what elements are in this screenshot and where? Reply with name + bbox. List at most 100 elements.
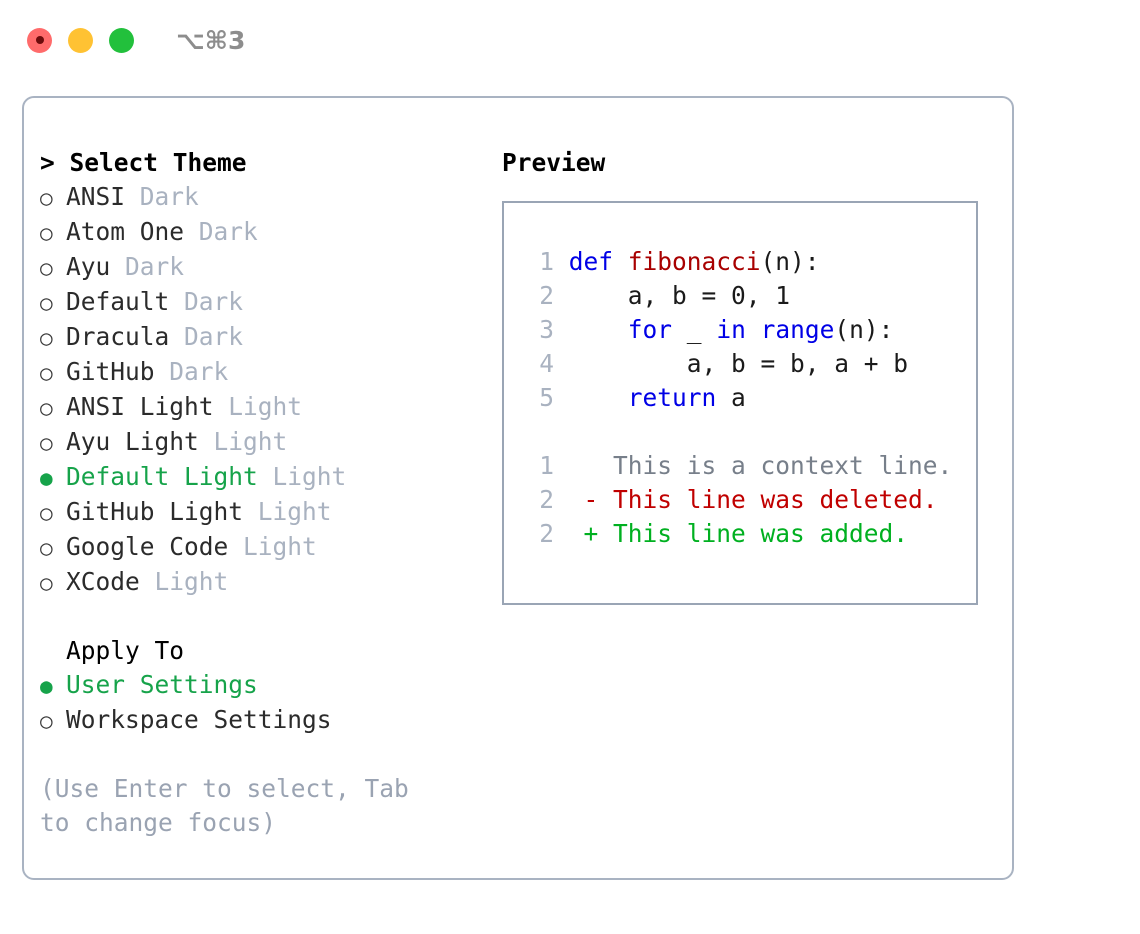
code-token: fibonacci — [627, 247, 761, 276]
code-token: in — [716, 315, 761, 344]
code-token: return — [627, 383, 732, 412]
code-line: 5 return a — [524, 381, 976, 415]
code-token: (n): — [760, 247, 820, 276]
diff-line-add: 2 + This line was added. — [524, 517, 976, 551]
code-token: def — [568, 247, 628, 276]
radio-unselected-icon: ○ — [40, 256, 53, 280]
theme-option-label: ANSI Light — [66, 392, 229, 421]
theme-option-label: Dracula — [66, 322, 185, 351]
theme-option-label: GitHub Light — [66, 497, 258, 526]
theme-option-kind: Dark — [169, 357, 229, 386]
theme-option-atom-one[interactable]: ○ Atom One Dark — [40, 215, 480, 250]
titlebar: ⌥⌘3 — [0, 0, 1140, 80]
theme-option-label: Default — [66, 287, 185, 316]
diff-sample: 1 This is a context line.2 - This line w… — [524, 449, 976, 551]
diff-marker: - — [583, 485, 614, 514]
radio-unselected-icon: ○ — [40, 709, 53, 733]
radio-unselected-icon: ○ — [40, 326, 53, 350]
apply-to-heading: Apply To — [66, 636, 185, 665]
line-number: 1 — [539, 451, 554, 480]
theme-option-kind: Light — [243, 532, 317, 561]
diff-text: This is a context line. — [613, 451, 953, 480]
keyboard-hint-text: (Use Enter to select, Tab to change focu… — [40, 774, 409, 837]
maximize-button[interactable] — [109, 27, 134, 53]
theme-option-github[interactable]: ○ GitHub Dark — [40, 355, 480, 390]
radio-unselected-icon: ○ — [40, 361, 53, 385]
apply-to-option-label: Workspace Settings — [66, 705, 332, 734]
radio-unselected-icon: ○ — [40, 186, 53, 210]
theme-option-label: Google Code — [66, 532, 244, 561]
diff-text: This line was deleted. — [613, 485, 938, 514]
line-number: 2 — [539, 281, 554, 310]
line-number: 4 — [539, 349, 554, 378]
code-line: 2 a, b = 0, 1 — [524, 279, 976, 313]
minimize-button[interactable] — [68, 27, 93, 53]
line-number: 3 — [539, 315, 554, 344]
theme-option-kind: Light — [257, 497, 332, 526]
theme-selection-pane: > Select Theme ○ANSI Dark○Atom One Dark○… — [40, 146, 480, 840]
theme-option-dracula[interactable]: ○ Dracula Dark — [40, 320, 480, 355]
theme-option-label: ANSI — [66, 182, 140, 211]
theme-option-kind: Dark — [139, 182, 199, 211]
diff-text: This line was added. — [613, 519, 909, 548]
theme-option-kind: Light — [272, 462, 347, 491]
theme-option-label: Ayu — [66, 252, 126, 281]
theme-option-label: Atom One — [66, 217, 199, 246]
theme-picker-dialog: > Select Theme ○ANSI Dark○Atom One Dark○… — [22, 96, 1014, 880]
preview-pane: Preview 1 def fibonacci(n): 2 a, b = 0, 1… — [502, 146, 1002, 605]
theme-option-kind: Light — [213, 427, 288, 456]
theme-option-ansi[interactable]: ○ ANSI Dark — [40, 180, 480, 215]
apply-to-option-list: ●User Settings ○ Workspace Settings — [40, 668, 480, 738]
theme-option-label: GitHub — [66, 357, 170, 386]
line-number: 5 — [539, 383, 554, 412]
diff-line-context: 1 This is a context line. — [524, 449, 976, 483]
code-line: 3 for _ in range(n): — [524, 313, 976, 347]
theme-option-kind: Dark — [184, 322, 244, 351]
theme-option-ansi-light[interactable]: ○ ANSI Light Light — [40, 390, 480, 425]
radio-unselected-icon: ○ — [40, 396, 53, 420]
code-token: a, b = 0, 1 — [568, 281, 791, 310]
theme-option-kind: Dark — [198, 217, 258, 246]
code-token: a — [731, 383, 746, 412]
radio-selected-icon: ● — [40, 466, 53, 490]
theme-option-xcode[interactable]: ○XCode Light — [40, 565, 480, 600]
diff-line-del: 2 - This line was deleted. — [524, 483, 976, 517]
section-spacer — [40, 600, 480, 634]
apply-to-option-workspace-settings[interactable]: ○ Workspace Settings — [40, 703, 480, 738]
theme-option-google-code[interactable]: ○ Google Code Light — [40, 530, 480, 565]
code-token — [569, 315, 628, 344]
radio-unselected-icon: ○ — [40, 571, 53, 595]
theme-option-default-light[interactable]: ● Default Light Light — [40, 460, 480, 495]
theme-option-github-light[interactable]: ○ GitHub Light Light — [40, 495, 480, 530]
radio-unselected-icon: ○ — [40, 501, 53, 525]
code-line: 4 a, b = b, a + b — [524, 347, 976, 381]
theme-option-kind: Light — [228, 392, 303, 421]
window-controls — [27, 27, 134, 53]
line-number: 2 — [539, 485, 554, 514]
code-token: for — [627, 315, 687, 344]
close-button[interactable] — [27, 27, 52, 53]
radio-unselected-icon: ○ — [40, 221, 53, 245]
apply-to-option-user-settings[interactable]: ●User Settings — [40, 668, 480, 703]
diff-marker — [584, 451, 614, 480]
theme-option-kind: Dark — [125, 252, 185, 281]
radio-unselected-icon: ○ — [40, 431, 53, 455]
theme-option-label: Default Light — [66, 462, 273, 491]
theme-option-label: Ayu Light — [66, 427, 214, 456]
radio-unselected-icon: ○ — [40, 291, 53, 315]
code-token — [569, 383, 628, 412]
diff-marker: + — [583, 519, 614, 548]
theme-option-list: ○ ANSI Dark ○ Atom One Dark ○ Ayu Dark ○ Defaul… — [40, 180, 480, 600]
line-number: 1 — [539, 247, 554, 276]
theme-option-default[interactable]: ○Default Dark — [40, 285, 480, 320]
select-theme-heading: > Select Theme — [40, 148, 247, 177]
theme-option-ayu[interactable]: ○ Ayu Dark — [40, 250, 480, 285]
code-token: _ — [686, 315, 717, 344]
preview-heading: Preview — [502, 148, 606, 177]
theme-option-kind: Light — [154, 567, 229, 596]
radio-unselected-icon: ○ — [40, 536, 53, 560]
apply-to-option-label: User Settings — [66, 670, 258, 699]
theme-option-ayu-light[interactable]: ○ Ayu Light Light — [40, 425, 480, 460]
